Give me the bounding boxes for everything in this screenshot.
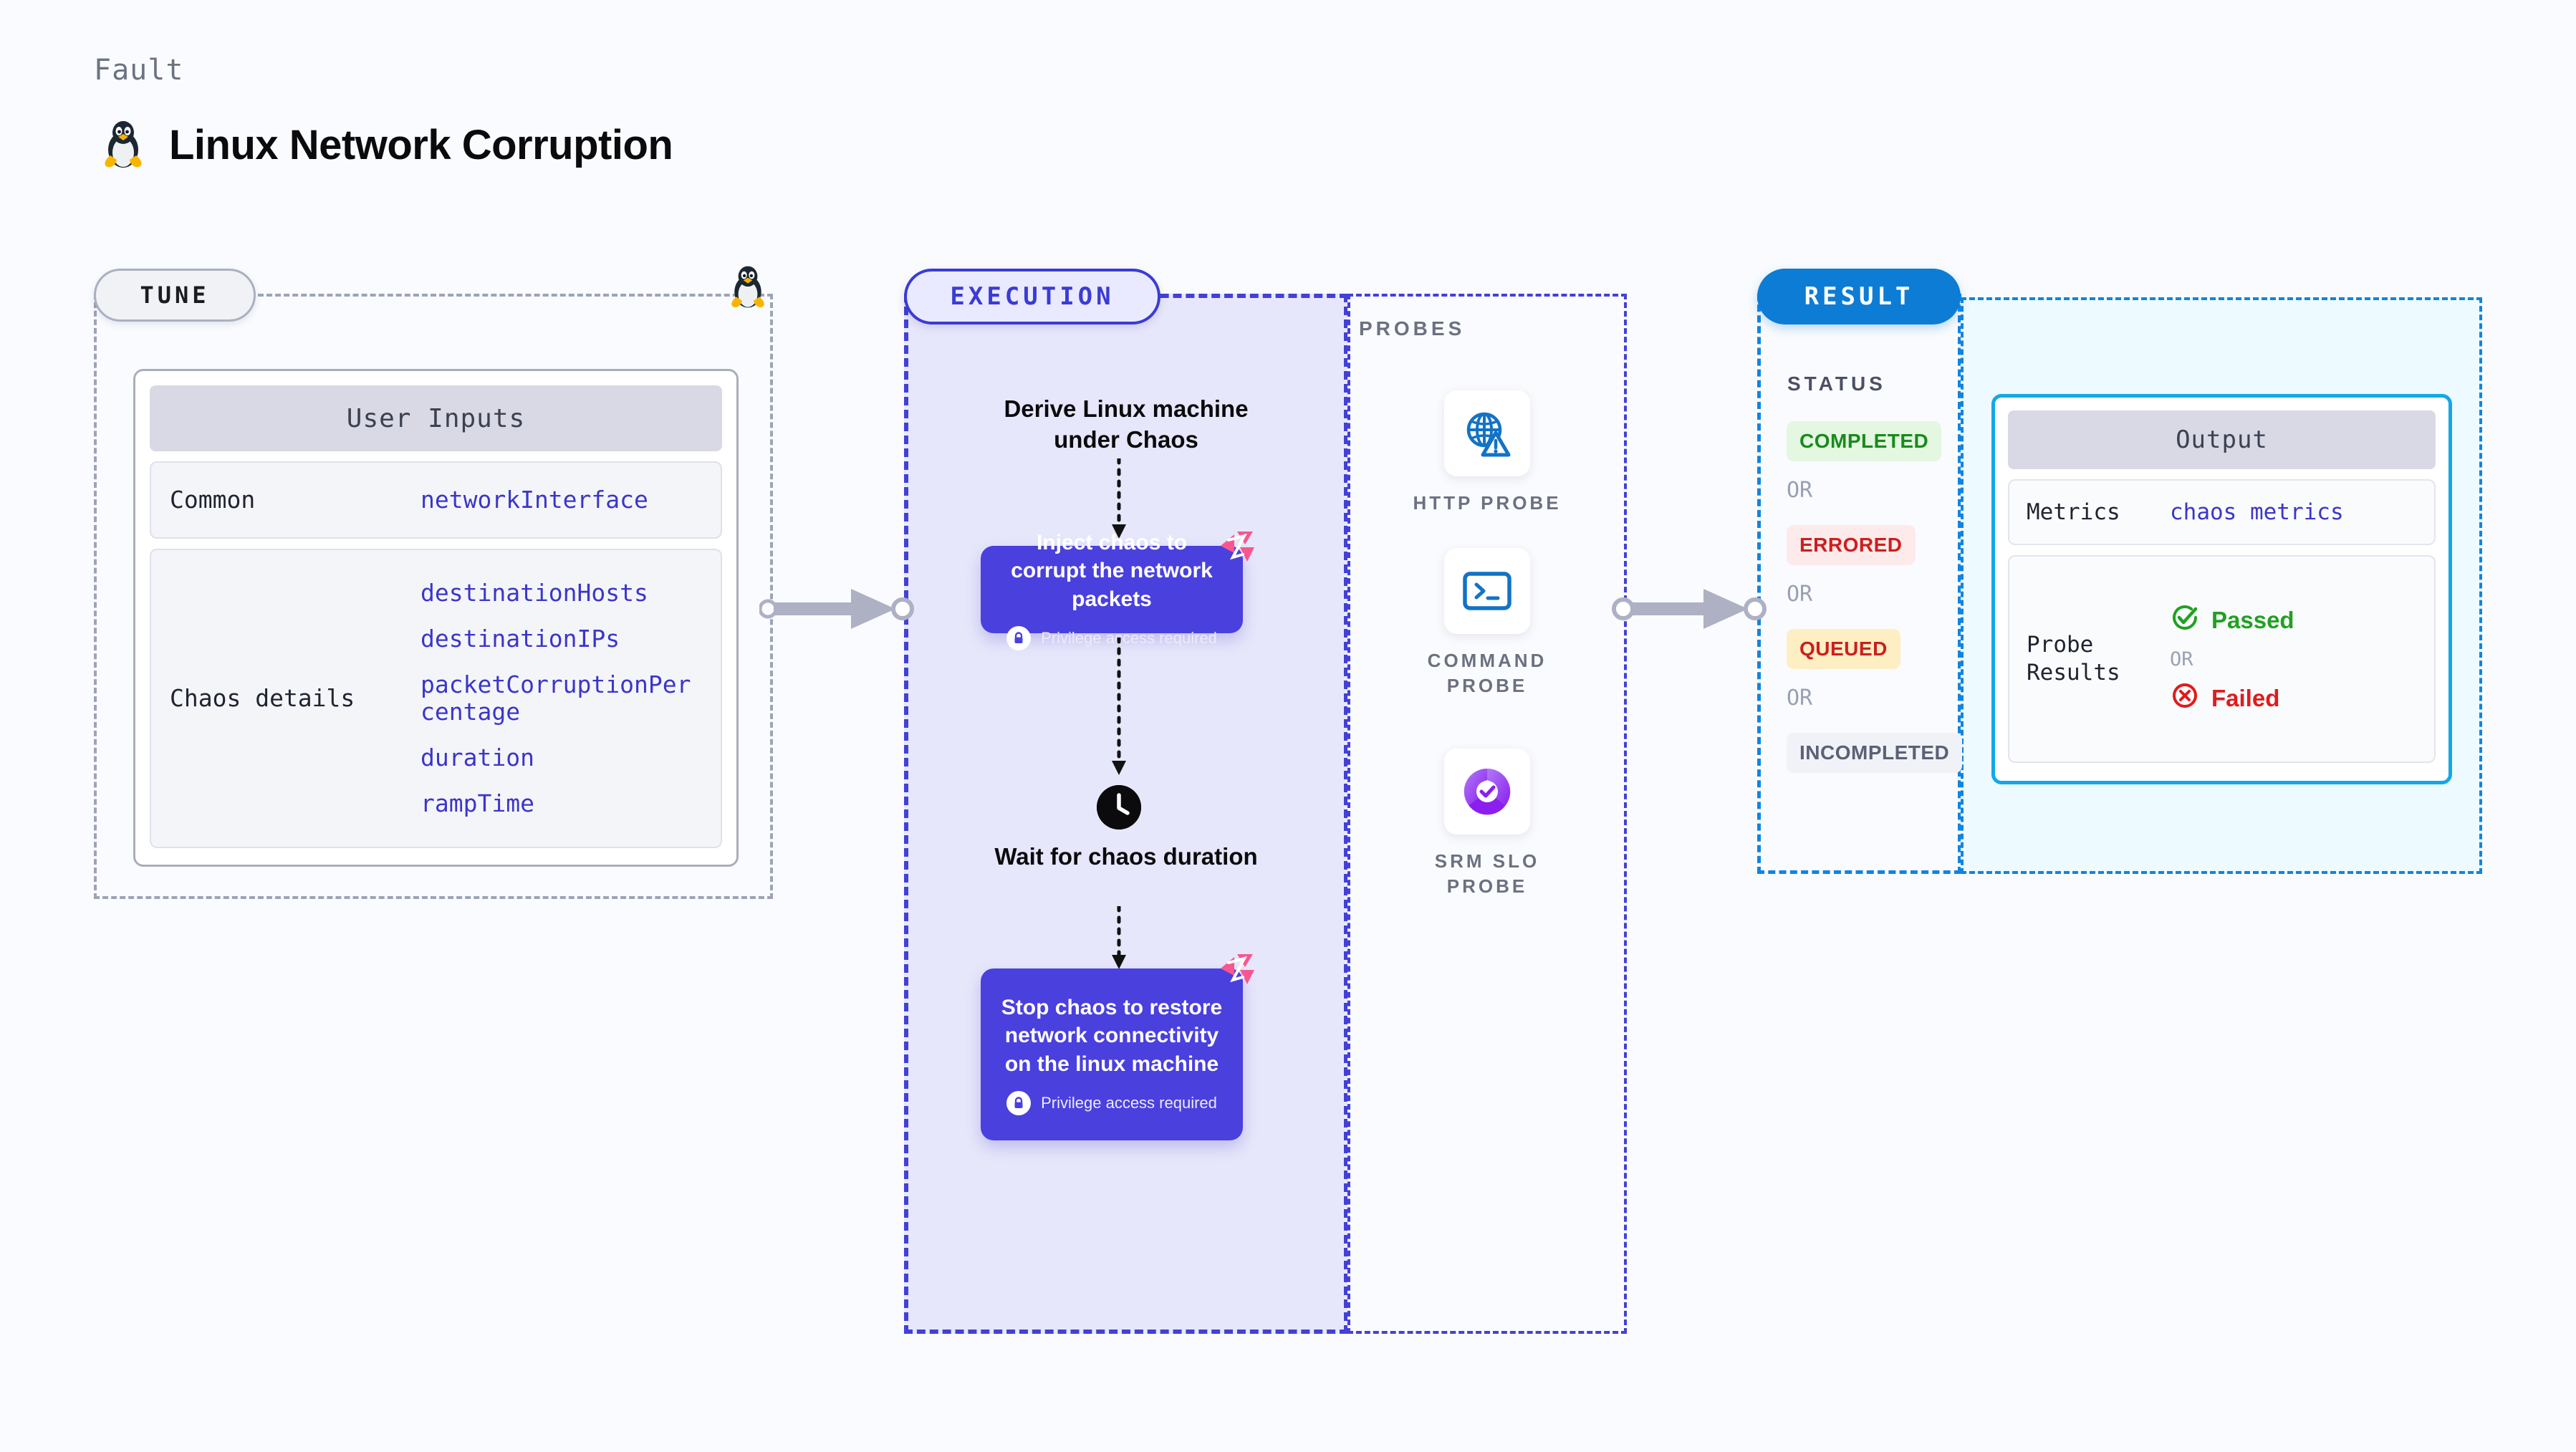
privilege-note: Privilege access required: [1006, 626, 1217, 651]
result-section-pill[interactable]: RESULT: [1757, 269, 1961, 324]
tune-row-common: Common networkInterface: [150, 461, 722, 539]
privilege-note-label: Privilege access required: [1041, 629, 1217, 648]
check-circle-icon: [2170, 602, 2200, 638]
connector-tune-to-execution: [759, 589, 914, 629]
exec-step-inject-label: Inject chaos to corrupt the network pack…: [1011, 530, 1213, 611]
input-rampTime[interactable]: rampTime: [420, 789, 534, 817]
probe-result-or: OR: [2170, 648, 2193, 670]
tune-row-values: destinationHosts destinationIPs packetCo…: [420, 580, 702, 817]
probe-http-label: HTTP PROBE: [1413, 492, 1562, 514]
output-row-probe-results: Probe Results Passed OR: [2008, 555, 2436, 763]
input-destinationHosts[interactable]: destinationHosts: [420, 579, 648, 607]
exec-step-stop-chaos-box[interactable]: Stop chaos to restore network connectivi…: [981, 954, 1254, 1140]
probe-result-passed: Passed: [2170, 602, 2294, 638]
probe-result-failed-label: Failed: [2211, 684, 2280, 711]
probe-result-options: Passed OR Failed: [2170, 602, 2294, 716]
tune-row-label: Common: [170, 486, 256, 514]
user-inputs-card: User Inputs Common networkInterface Chao…: [133, 369, 739, 867]
input-destinationIPs[interactable]: destinationIPs: [420, 625, 620, 653]
status-title: STATUS: [1787, 372, 1886, 395]
result-status-panel: [1757, 294, 1961, 874]
tune-panel: [94, 294, 773, 899]
probe-srm-slo-label: SRM SLO PROBE: [1434, 850, 1540, 898]
litmus-chaos-icon: [1219, 530, 1256, 569]
probe-http[interactable]: HTTP PROBE: [1398, 390, 1577, 516]
connector-probes-to-result: [1612, 589, 1767, 629]
execution-section-pill[interactable]: EXECUTION: [904, 269, 1160, 324]
probe-result-passed-label: Passed: [2211, 606, 2294, 633]
eyebrow-label: Fault: [94, 54, 184, 87]
exec-step-inject-chaos-box[interactable]: Inject chaos to corrupt the network pack…: [981, 531, 1254, 651]
status-badge-errored: ERRORED: [1787, 525, 1916, 565]
tune-row-values: networkInterface: [420, 486, 648, 514]
privilege-note-label: Privilege access required: [1041, 1094, 1217, 1112]
output-card: Output Metrics chaos metrics Probe Resul…: [1991, 394, 2452, 784]
output-metrics-label: Metrics: [2027, 499, 2120, 525]
status-or-1: OR: [1787, 478, 1813, 503]
exec-step-derive-label: Derive Linux machine under Chaos: [1004, 395, 1249, 453]
status-badge-incompleted: INCOMPLETED: [1787, 733, 1963, 773]
exec-step-stop-label: Stop chaos to restore network connectivi…: [1001, 995, 1223, 1076]
tune-row-label: Chaos details: [170, 684, 355, 713]
privilege-note: Privilege access required: [1006, 1091, 1217, 1116]
user-inputs-title: User Inputs: [150, 385, 722, 451]
tune-row-chaos-details: Chaos details destinationHosts destinati…: [150, 549, 722, 848]
output-title: Output: [2008, 410, 2436, 469]
output-metrics-value[interactable]: chaos metrics: [2170, 499, 2344, 525]
input-packetCorruptionPercentage[interactable]: packetCorruptionPercentage: [420, 670, 691, 726]
probe-command[interactable]: COMMAND PROBE: [1398, 548, 1577, 698]
input-duration[interactable]: duration: [420, 743, 534, 771]
exec-arrow-1: [1112, 458, 1126, 539]
probes-title: PROBES: [1359, 317, 1466, 340]
tune-section-pill[interactable]: TUNE: [94, 269, 256, 322]
lock-icon: [1006, 626, 1032, 651]
linux-penguin-icon: [100, 118, 146, 171]
page-title-row: Linux Network Corruption: [100, 118, 673, 171]
status-or-2: OR: [1787, 582, 1813, 607]
probe-command-label: COMMAND PROBE: [1427, 650, 1547, 697]
terminal-icon: [1444, 548, 1530, 634]
exec-step-wait-label: Wait for chaos duration: [994, 843, 1258, 870]
clock-icon: [1097, 785, 1141, 830]
exec-arrow-2: [1112, 638, 1126, 775]
page-title: Linux Network Corruption: [169, 121, 673, 168]
slo-donut-check-icon: [1444, 749, 1530, 835]
status-or-3: OR: [1787, 686, 1813, 711]
lock-icon: [1006, 1091, 1032, 1116]
output-row-metrics: Metrics chaos metrics: [2008, 479, 2436, 545]
close-circle-icon: [2170, 681, 2200, 716]
globe-warning-icon: [1444, 390, 1530, 476]
probe-result-failed: Failed: [2170, 681, 2294, 716]
output-probe-results-label: Probe Results: [2027, 632, 2120, 686]
litmus-chaos-icon: [1219, 953, 1256, 992]
probe-srm-slo[interactable]: SRM SLO PROBE: [1398, 749, 1577, 899]
tune-linux-penguin-icon: [727, 264, 769, 314]
input-networkInterface[interactable]: networkInterface: [420, 486, 648, 514]
status-badge-queued: QUEUED: [1787, 629, 1900, 669]
exec-arrow-3: [1112, 906, 1126, 969]
status-badge-completed: COMPLETED: [1787, 421, 1942, 461]
